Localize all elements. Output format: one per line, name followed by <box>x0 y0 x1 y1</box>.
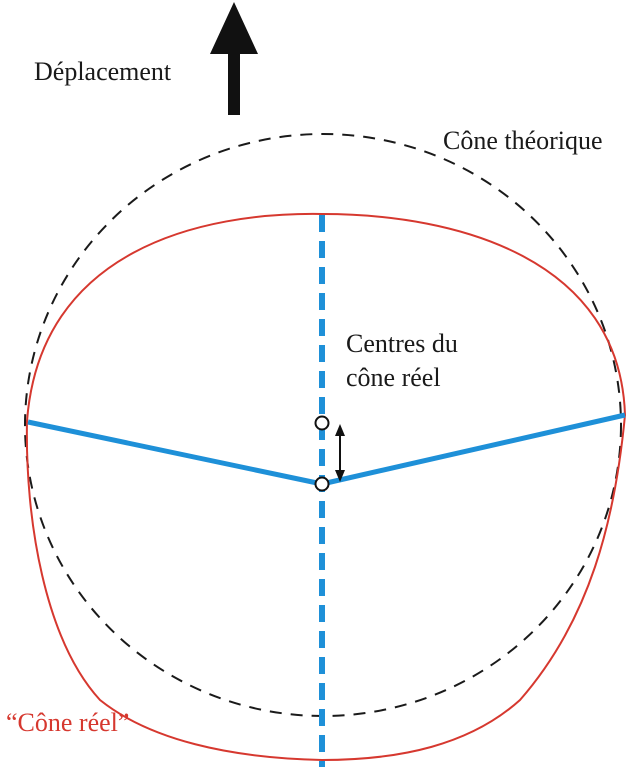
displacement-arrow-icon <box>210 2 258 115</box>
theoretical-cone-label: Cône théorique <box>443 126 603 155</box>
real-cone-outline <box>25 212 627 762</box>
center-shift-double-arrow-icon <box>335 424 345 482</box>
real-cone-centers-label-line1: Centres du <box>346 329 458 358</box>
lower-center-marker-icon <box>314 476 330 492</box>
upper-center-marker-icon <box>314 415 330 431</box>
real-cone-label: “Cône réel” <box>6 708 129 737</box>
displacement-label: Déplacement <box>34 57 172 86</box>
real-cone-centers-label-line2: cône réel <box>346 363 441 392</box>
